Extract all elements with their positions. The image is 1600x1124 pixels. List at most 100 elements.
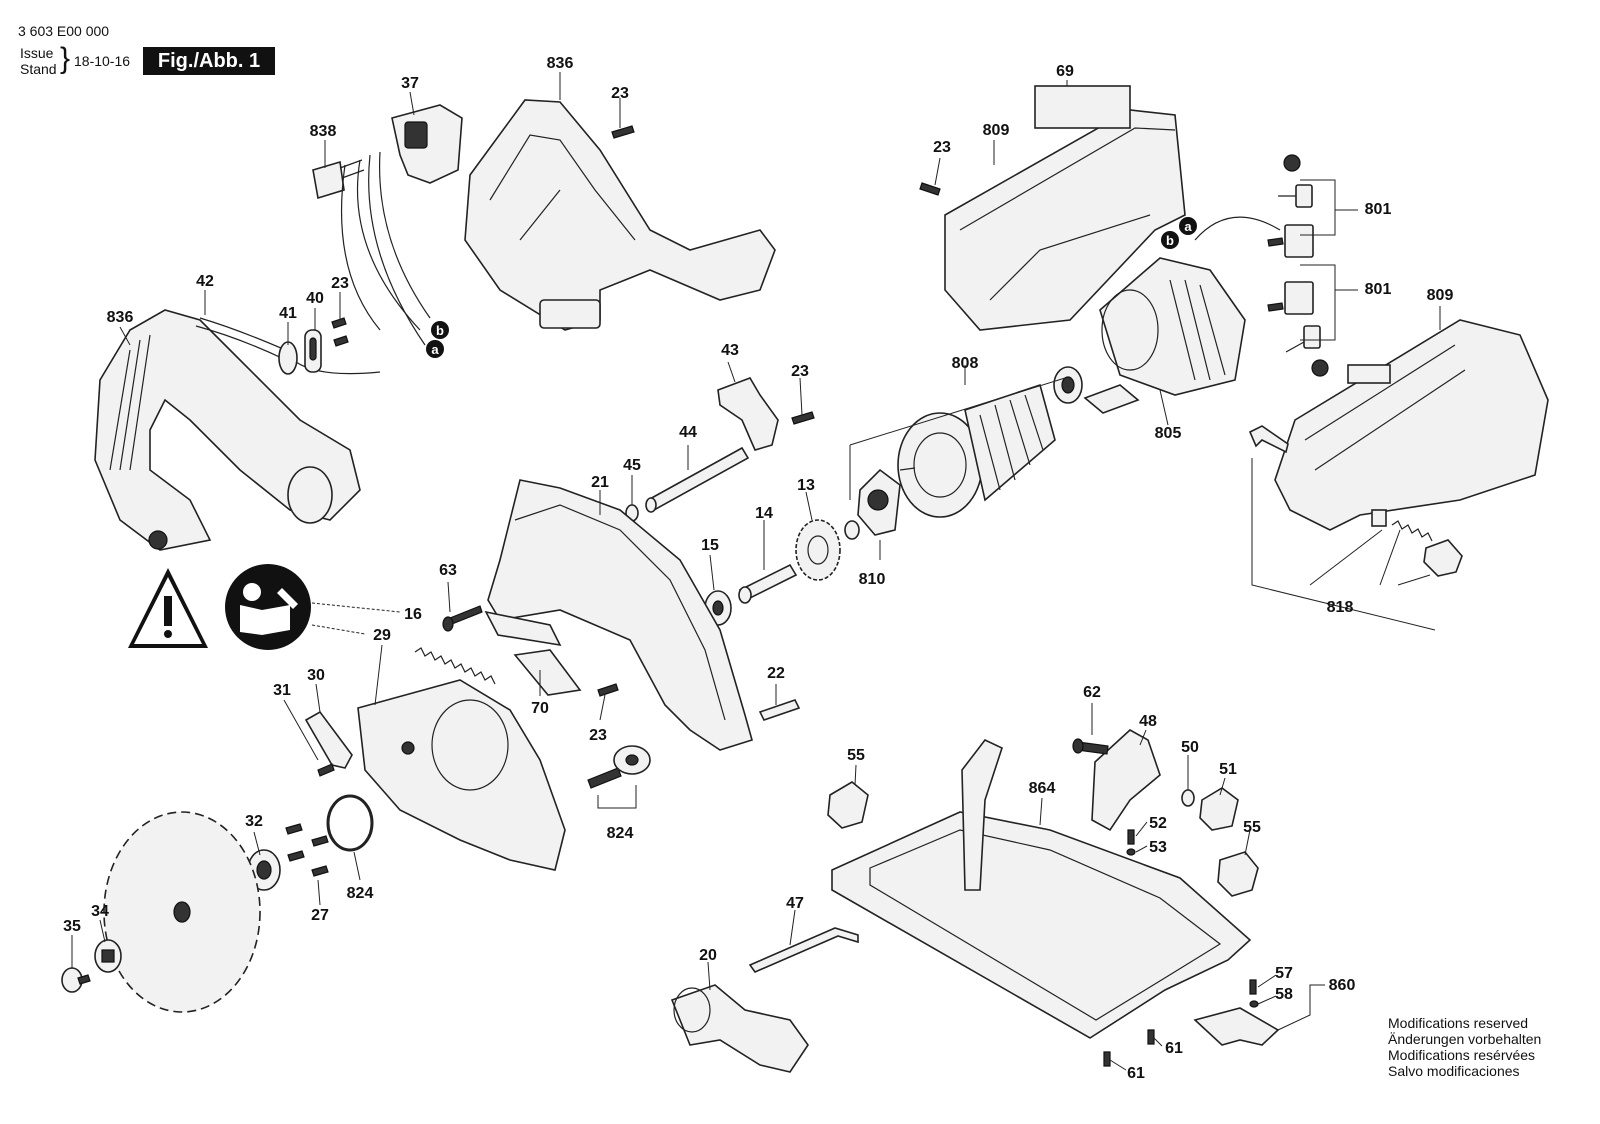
callout-a-left: a — [426, 340, 444, 358]
issue-label: Issue — [20, 45, 54, 61]
part-label: 16 — [404, 606, 422, 623]
figure-badge: Fig./Abb. 1 — [143, 47, 275, 75]
svg-text:a: a — [431, 342, 439, 357]
svg-text:b: b — [1166, 233, 1174, 248]
handle-left — [94, 309, 361, 551]
part-label: 809 — [983, 122, 1010, 139]
brush-holders — [1194, 154, 1329, 377]
lower-guard — [357, 679, 566, 871]
guide-rail — [1193, 1007, 1280, 1046]
spring — [414, 647, 496, 685]
knob — [1199, 787, 1239, 831]
part-label: 864 — [1029, 780, 1056, 797]
screw — [285, 823, 303, 835]
screw — [311, 835, 329, 847]
stator — [1083, 257, 1246, 414]
part-label: 40 — [306, 290, 324, 307]
washer — [1249, 1000, 1259, 1008]
knob — [1217, 851, 1259, 897]
lock-lever — [717, 377, 779, 451]
part-label: 44 — [679, 424, 697, 441]
part-label: 23 — [933, 139, 951, 156]
part-label: 37 — [401, 75, 419, 92]
part-label: 58 — [1275, 986, 1293, 1003]
power-cord — [195, 317, 381, 375]
read-manual-icon — [225, 564, 311, 650]
guard-lever — [304, 710, 353, 777]
part-label: 32 — [245, 813, 263, 830]
screw — [597, 683, 619, 697]
clip — [1248, 425, 1289, 454]
flange — [247, 849, 281, 891]
leader-lines — [71, 72, 1441, 1071]
knob — [1423, 539, 1463, 577]
part-label: 57 — [1275, 965, 1293, 982]
warning-icon — [128, 568, 208, 648]
screw — [1147, 1029, 1155, 1045]
cord-clamp — [304, 317, 349, 373]
part-label: 62 — [1083, 684, 1101, 701]
screw — [287, 850, 305, 862]
plate — [513, 649, 582, 696]
part-label: 50 — [1181, 739, 1199, 756]
screw — [791, 411, 815, 425]
spindle — [738, 563, 798, 604]
bolt — [1072, 738, 1109, 755]
screw — [311, 865, 329, 877]
part-label: 13 — [797, 477, 815, 494]
issue-date: 18-10-16 — [74, 53, 131, 69]
part-label: 61 — [1165, 1040, 1183, 1057]
part-label: 808 — [952, 355, 979, 372]
gear — [795, 519, 841, 581]
callout-b-right: b — [1161, 231, 1179, 249]
part-label: 22 — [767, 665, 785, 682]
part-label: 824 — [347, 885, 374, 902]
part-label: 838 — [310, 123, 337, 140]
modifications-note: Modifications reserved Änderungen vorbeh… — [1388, 1015, 1541, 1079]
part-label: 818 — [1327, 599, 1354, 616]
part-label: 61 — [1127, 1065, 1145, 1082]
part-label: 824 — [607, 825, 634, 842]
part-label: 47 — [786, 895, 804, 912]
base-plate — [831, 739, 1252, 1039]
part-label: 14 — [755, 505, 773, 522]
part-label: 809 — [1427, 287, 1454, 304]
washer — [1181, 789, 1195, 807]
motor-housing — [944, 85, 1186, 331]
part-label: 41 — [279, 305, 297, 322]
callout-b-left: b — [431, 321, 449, 339]
motor-cap — [1274, 319, 1549, 531]
part-label: 23 — [791, 363, 809, 380]
part-label: 43 — [721, 342, 739, 359]
screw — [919, 182, 941, 196]
part-label: 51 — [1219, 761, 1237, 778]
part-label: 836 — [547, 55, 574, 72]
part-number: 3 603 E00 000 — [18, 23, 110, 39]
knob — [827, 781, 869, 829]
ring — [326, 794, 374, 852]
screw — [1249, 979, 1257, 995]
part-label: 55 — [847, 747, 865, 764]
part-label: 805 — [1155, 425, 1182, 442]
outer-flange — [94, 939, 122, 973]
part-label: 35 — [63, 918, 81, 935]
blade-guard — [484, 479, 753, 751]
note-line: Änderungen vorbehalten — [1388, 1031, 1542, 1047]
screw — [1127, 829, 1135, 845]
part-label: 21 — [591, 474, 609, 491]
hex-key — [748, 927, 859, 973]
switch — [391, 104, 463, 184]
part-label: 55 — [1243, 819, 1261, 836]
part-label: 34 — [91, 903, 109, 920]
bearing — [1053, 366, 1083, 404]
part-label: 45 — [623, 457, 641, 474]
dust-adapter — [670, 984, 809, 1073]
part-label: 29 — [373, 627, 391, 644]
part-label: 53 — [1149, 839, 1167, 856]
part-label: 27 — [311, 907, 329, 924]
part-label: 20 — [699, 947, 717, 964]
armature — [897, 383, 1056, 518]
part-label: 23 — [331, 275, 349, 292]
brace: } — [60, 42, 71, 75]
